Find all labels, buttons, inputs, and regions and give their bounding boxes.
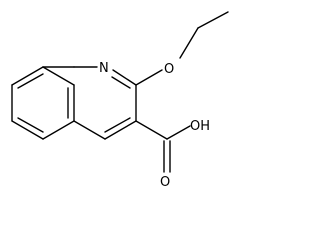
double-bond-c8a-c8 (17, 73, 44, 89)
bond-c4a-c8a (42, 66, 75, 86)
bond-c8a-c8 (11, 66, 44, 86)
bond-n1-c2 (112, 69, 137, 86)
bond-c4-c4a (73, 120, 106, 140)
bond-c7-c6 (11, 120, 44, 140)
atom-label-o-carbonyl: O (160, 175, 170, 190)
double-bond-c3-c4 (104, 117, 131, 133)
atom-label-oh: OH (190, 119, 210, 134)
benzene-ring (11, 66, 75, 140)
double-bond-n1-c2 (111, 76, 131, 89)
pyridine-ring (73, 66, 137, 140)
bond-o-ch2 (179, 27, 199, 59)
ethoxy-group (135, 11, 229, 86)
atom-label-n: N (99, 61, 109, 76)
bond-c2-o (135, 69, 163, 86)
bond-c6-c5 (42, 120, 75, 140)
bond-c-oh (166, 125, 191, 140)
carboxylic-acid-group (135, 120, 191, 173)
double-bond-c7-c6 (17, 117, 44, 133)
bond-c3-cooh (135, 120, 168, 140)
molecule-structure: N O OH O (11, 11, 229, 190)
atom-label-o-ether: O (164, 62, 174, 77)
bond-ch2-ch3 (197, 11, 229, 29)
bond-c3-c4 (104, 120, 137, 140)
